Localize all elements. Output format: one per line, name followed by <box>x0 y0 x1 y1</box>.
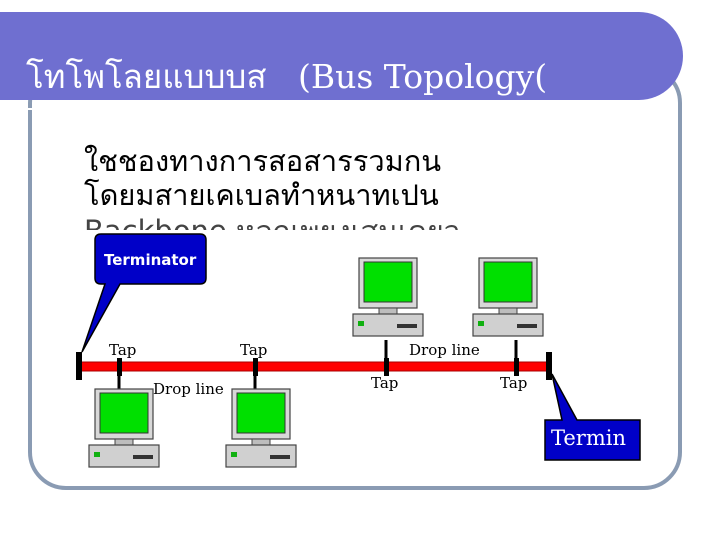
tap-marker-1 <box>117 358 122 376</box>
title-bar: โทโพโลยแบบบส (Bus Topology( <box>0 12 683 110</box>
slide-title: โทโพโลยแบบบส (Bus Topology( <box>26 57 548 96</box>
termin-callout: Termin <box>544 373 641 461</box>
tap-marker-4 <box>514 358 519 376</box>
drop-line-label-bottom: Drop line <box>153 380 224 398</box>
terminator-callout-text: Terminator <box>104 251 197 269</box>
computer-top-1 <box>352 257 424 337</box>
bus-backbone <box>79 361 551 372</box>
terminator-right <box>546 352 552 380</box>
terminator-callout: Terminator <box>81 233 207 353</box>
computer-bottom-1 <box>88 388 160 468</box>
computer-bottom-2 <box>225 388 297 468</box>
tap-label-1: Tap <box>109 341 136 359</box>
body-line-3: Backbone หลกเพยงเสนเดยว <box>84 208 460 230</box>
tap-label-4: Tap <box>500 374 527 392</box>
tap-label-3: Tap <box>371 374 398 392</box>
termin-callout-text: Termin <box>551 426 626 450</box>
computer-top-2 <box>472 257 544 337</box>
body-line-1: ใชชองทางการสอสารรวมกน <box>84 144 442 178</box>
tap-marker-3 <box>384 358 389 376</box>
title-underline <box>0 108 640 110</box>
tap-label-2: Tap <box>240 341 267 359</box>
drop-line-label-top: Drop line <box>409 341 480 359</box>
body-line-2: โดยมสายเคเบลทำหนาทเปน <box>84 178 439 212</box>
terminator-left <box>76 352 82 380</box>
body-line-3-clip: Backbone หลกเพยงเสนเดยว <box>84 208 504 230</box>
tap-marker-2 <box>253 358 258 376</box>
